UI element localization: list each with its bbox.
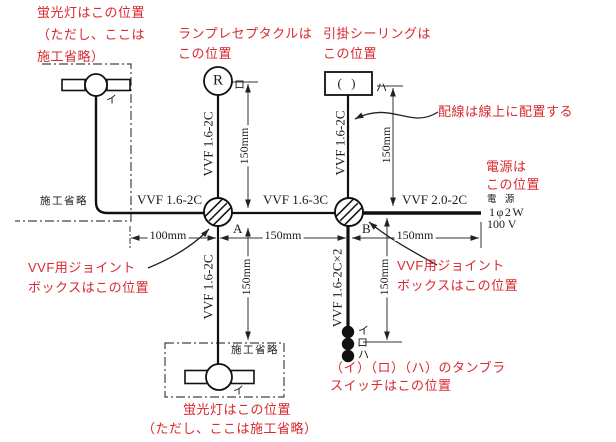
dimension-150mm-b-down: 150mm bbox=[377, 256, 391, 298]
wire-fluorescent-to-a bbox=[94, 96, 204, 215]
note-switches-2: スイッチはこの位置 bbox=[330, 378, 452, 393]
power-source-spec1: 1φ2W bbox=[489, 205, 526, 219]
omitted-label-bottom: 施工省略 bbox=[231, 345, 279, 356]
receptacle-letter: R bbox=[212, 72, 224, 89]
arrow-wiring-note bbox=[354, 111, 439, 120]
kana-switch-i: イ bbox=[358, 325, 369, 337]
cable-label-receptacle-drop: VVF 1.6-2C bbox=[200, 111, 216, 177]
lamp-receptacle-icon bbox=[203, 66, 233, 96]
note-joint-right-2: ボックスはこの位置 bbox=[397, 278, 519, 293]
cable-label-left-of-a: VVF 1.6-2C bbox=[137, 192, 203, 207]
dimension-ticks bbox=[129, 81, 482, 343]
omitted-label-left: 施工省略 bbox=[40, 196, 88, 207]
arrow-joint-a-note bbox=[147, 228, 210, 269]
hanging-ceiling-icon bbox=[324, 71, 373, 96]
fluorescent-light-bottom-icon bbox=[184, 363, 255, 391]
note-ceiling-2: この位置 bbox=[323, 46, 378, 61]
note-receptacle-2: この位置 bbox=[178, 46, 233, 61]
note-wiring-on-line: 配線は線上に配置する bbox=[438, 104, 574, 119]
note-joint-left-1: VVF用ジョイント bbox=[28, 260, 136, 275]
note-fluorescent-bottom-2: （ただし、ここは施工省略） bbox=[142, 421, 318, 436]
dimension-150mm-b-source: 150mm bbox=[394, 228, 436, 242]
note-fluorescent-top-1: 蛍光灯はこの位置 bbox=[37, 5, 146, 20]
cable-label-a-to-b: VVF 1.6-3C bbox=[263, 192, 329, 207]
note-joint-right-1: VVF用ジョイント bbox=[397, 258, 505, 273]
leader-arrows bbox=[147, 111, 439, 269]
note-ceiling-1: 引掛シーリングは bbox=[323, 26, 432, 41]
note-fluorescent-top-3: 施工省略） bbox=[37, 49, 105, 64]
note-power-1: 電源は bbox=[486, 159, 527, 174]
tumbler-switch-icons bbox=[341, 325, 355, 363]
omitted-area-box-bottom bbox=[164, 342, 285, 398]
dimension-150mm-a-b: 150mm bbox=[262, 228, 304, 242]
dimension-150mm-ceiling: 150mm bbox=[379, 124, 393, 166]
note-joint-left-2: ボックスはこの位置 bbox=[28, 280, 150, 295]
dimension-100mm: 100mm bbox=[147, 228, 189, 242]
fluorescent-light-icon bbox=[61, 73, 131, 97]
note-fluorescent-bottom-1: 蛍光灯はこの位置 bbox=[183, 402, 292, 417]
note-power-2: この位置 bbox=[486, 177, 541, 192]
joint-b-letter: B bbox=[362, 221, 371, 236]
cable-label-a-drop: VVF 1.6-2C bbox=[200, 254, 216, 320]
cable-label-b-drop: VVF 1.6-2C×2 bbox=[329, 248, 345, 328]
power-source-name: 電 源 bbox=[487, 195, 518, 205]
cable-label-b-to-source: VVF 2.0-2C bbox=[402, 192, 468, 207]
kana-ceiling: ハ bbox=[376, 82, 387, 94]
kana-switch-ha: ハ bbox=[358, 349, 369, 361]
note-switches-1: （イ）（ロ）（ハ）のタンブラ bbox=[330, 360, 506, 375]
dimension-150mm-a-down: 150mm bbox=[239, 256, 253, 298]
kana-fluorescent-top: イ bbox=[106, 94, 117, 106]
wires bbox=[94, 95, 481, 365]
kana-receptacle: ロ bbox=[234, 79, 245, 91]
ceiling-mark: ( ) bbox=[337, 75, 359, 91]
arrow-joint-b-note bbox=[368, 221, 438, 266]
note-fluorescent-top-2: （ただし、ここは bbox=[37, 27, 146, 42]
power-source-spec2: 100 V bbox=[487, 217, 517, 231]
joint-box-a-icon bbox=[203, 197, 233, 227]
joint-a-letter: A bbox=[233, 221, 243, 236]
kana-switch-ro: ロ bbox=[357, 337, 368, 349]
cable-label-ceiling-drop: VVF 1.6-2C bbox=[332, 110, 348, 176]
dimension-150mm-receptacle: 150mm bbox=[237, 125, 251, 167]
joint-box-b-icon bbox=[334, 197, 364, 227]
kana-fluorescent-bottom: イ bbox=[233, 385, 244, 397]
note-receptacle-1: ランプレセプタクルは bbox=[178, 26, 313, 41]
